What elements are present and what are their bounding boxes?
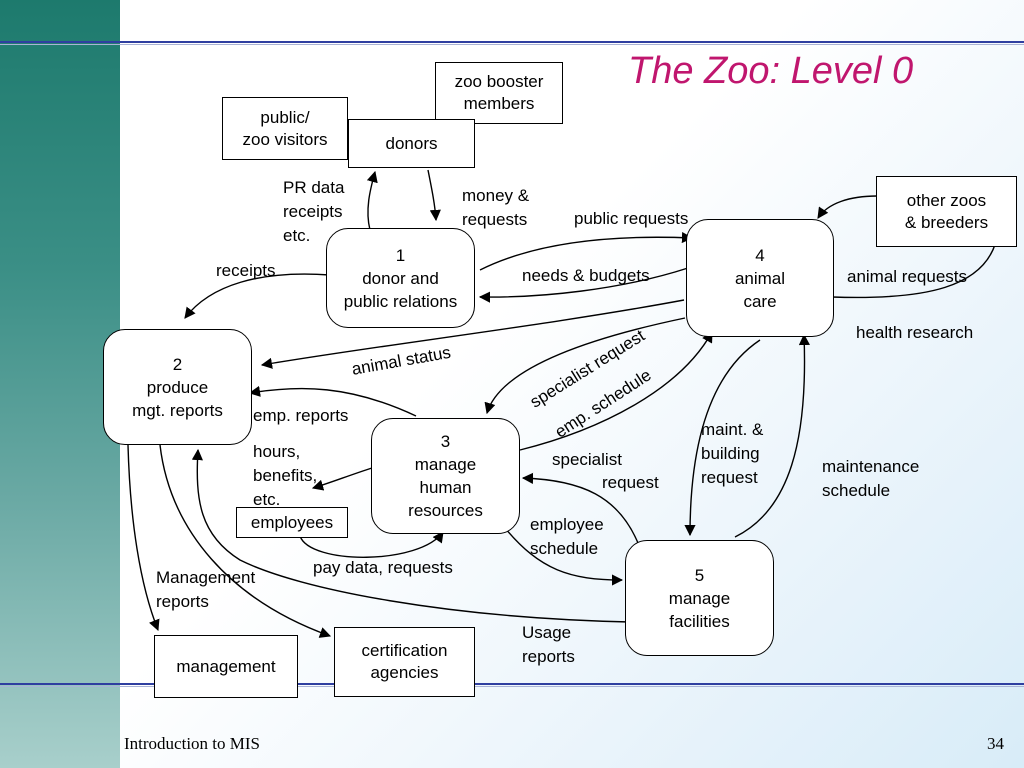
entity-zoo-booster-members: zoo booster members xyxy=(435,62,563,124)
label-management-reports: Management reports xyxy=(156,568,256,611)
sidebar-gradient-strip xyxy=(0,0,120,768)
flow-emp-reports xyxy=(248,385,417,417)
flow-money-requests xyxy=(427,169,441,222)
flow-animal-status xyxy=(260,299,685,369)
flow-receipts xyxy=(184,273,331,319)
label-hours-benefits: hours, benefits, etc. xyxy=(253,442,318,509)
flow-pay-data xyxy=(299,531,444,558)
label-maint-building-request: maint. & building request xyxy=(701,420,764,487)
slide-title: The Zoo: Level 0 xyxy=(628,50,914,92)
label-specialist: specialist xyxy=(552,450,622,469)
top-rule xyxy=(0,41,1024,43)
flow-specialist-p5-to-p3 xyxy=(521,472,641,549)
flow-animal-requests xyxy=(831,230,1003,299)
process-4-animal-care: 4 animal care xyxy=(686,219,834,337)
flow-hours-benefits xyxy=(311,467,373,491)
flow-needs-budgets xyxy=(478,267,689,303)
footer-page-number: 34 xyxy=(987,734,1004,753)
flow-public-requests xyxy=(479,231,694,271)
entity-management: management xyxy=(154,635,298,698)
label-needs-budgets: needs & budgets xyxy=(522,266,650,285)
flow-management-reports xyxy=(127,444,160,632)
flow-usage-reports xyxy=(191,448,631,623)
flow-maint-request xyxy=(684,339,761,537)
label-usage-reports: Usage reports xyxy=(522,623,575,666)
flow-other-zoos-to-p4 xyxy=(817,195,878,219)
label-pr-data: PR data receipts etc. xyxy=(283,178,345,245)
process-1-donor-public-relations: 1 donor and public relations xyxy=(326,228,475,328)
label-maintenance-schedule: maintenance schedule xyxy=(822,457,920,500)
label-emp-reports: emp. reports xyxy=(253,406,349,425)
flow-specialist-request xyxy=(484,317,686,415)
flow-employee-schedule xyxy=(504,527,624,586)
flow-maintenance-schedule xyxy=(734,333,810,538)
label-receipts: receipts xyxy=(216,261,276,280)
label-public-requests: public requests xyxy=(574,209,689,228)
entity-employees: employees xyxy=(236,507,348,538)
process-3-manage-human-resources: 3 manage human resources xyxy=(371,418,520,534)
top-rule-thin xyxy=(0,44,1024,45)
label-pay-data-requests: pay data, requests xyxy=(313,558,453,577)
flow-pr-data xyxy=(366,170,378,231)
label-animal-requests: animal requests xyxy=(847,267,968,286)
label-request: request xyxy=(602,473,659,492)
process-5-manage-facilities: 5 manage facilities xyxy=(625,540,774,656)
label-employee-schedule: employee schedule xyxy=(530,515,604,558)
label-money-requests: money & requests xyxy=(462,186,530,229)
entity-public-zoo-visitors: public/ zoo visitors xyxy=(222,97,348,160)
bottom-rule-thin xyxy=(0,686,1024,687)
entity-certification-agencies: certification agencies xyxy=(334,627,475,697)
flow-emp-schedule xyxy=(519,331,713,451)
entity-other-zoos-breeders: other zoos & breeders xyxy=(876,176,1017,247)
flow-to-certification xyxy=(159,444,332,638)
footer-course-title: Introduction to MIS xyxy=(124,734,260,753)
label-health-research: health research xyxy=(856,323,974,342)
entity-donors: donors xyxy=(348,119,475,168)
bottom-rule xyxy=(0,683,1024,685)
process-2-produce-mgt-reports: 2 produce mgt. reports xyxy=(103,329,252,445)
